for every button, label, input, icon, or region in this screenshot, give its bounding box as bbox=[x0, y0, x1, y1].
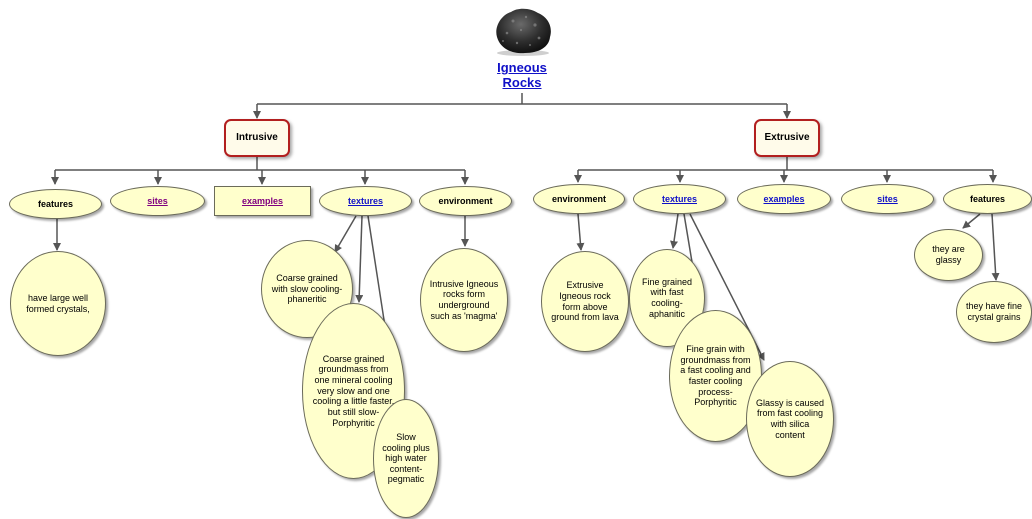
extrusive-texture-glassy: Glassy is caused from fast cooling with … bbox=[746, 361, 834, 477]
extrusive-feature-glassy: they are glassy bbox=[914, 229, 983, 281]
extrusive-feature-fine-grains: they have fine crystal grains bbox=[956, 281, 1032, 343]
intrusive-features-label: features bbox=[37, 198, 73, 209]
extrusive-textures-link[interactable]: textures bbox=[661, 193, 697, 204]
root-title[interactable]: Igneous Rocks bbox=[497, 60, 547, 90]
intrusive-environment-detail: Intrusive Igneous rocks form underground… bbox=[420, 248, 508, 352]
intrusive-node: Intrusive bbox=[224, 119, 290, 157]
intrusive-features-node: features bbox=[9, 189, 102, 219]
intrusive-examples-link[interactable]: examples bbox=[241, 195, 284, 206]
extrusive-label: Extrusive bbox=[764, 132, 810, 144]
intrusive-sites-link[interactable]: sites bbox=[147, 195, 168, 206]
extrusive-environment-detail: Extrusive Igneous rock form above ground… bbox=[541, 251, 629, 352]
intrusive-examples-node: examples bbox=[214, 186, 311, 216]
intrusive-features-detail: have large well formed crystals, bbox=[10, 251, 106, 356]
intrusive-label: Intrusive bbox=[236, 132, 278, 144]
intrusive-environment-label: environment bbox=[438, 195, 493, 206]
extrusive-examples-link[interactable]: examples bbox=[763, 193, 805, 204]
extrusive-features-node: features bbox=[943, 184, 1032, 214]
intrusive-texture-pegmatic: Slow cooling plus high water content-peg… bbox=[373, 399, 439, 518]
extrusive-node: Extrusive bbox=[754, 119, 820, 157]
extrusive-environment-node: environment bbox=[533, 184, 625, 214]
intrusive-textures-link[interactable]: textures bbox=[347, 195, 383, 206]
intrusive-textures-node: textures bbox=[319, 186, 412, 216]
intrusive-sites-node: sites bbox=[110, 186, 205, 216]
intrusive-environment-node: environment bbox=[419, 186, 512, 216]
extrusive-sites-link[interactable]: sites bbox=[877, 193, 898, 204]
igneous-rock-image bbox=[496, 8, 551, 56]
extrusive-environment-label: environment bbox=[551, 193, 606, 204]
extrusive-examples-node: examples bbox=[737, 184, 831, 214]
extrusive-textures-node: textures bbox=[633, 184, 726, 214]
extrusive-sites-node: sites bbox=[841, 184, 934, 214]
extrusive-features-label: features bbox=[969, 193, 1005, 204]
